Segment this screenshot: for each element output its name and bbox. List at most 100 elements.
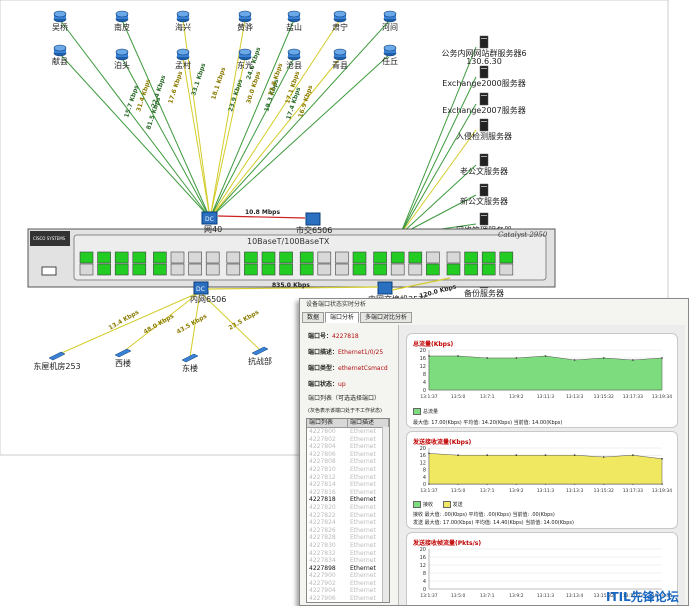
top-port[interactable] bbox=[79, 251, 94, 264]
node-dongguang[interactable]: 东光 bbox=[237, 48, 253, 70]
top-port[interactable] bbox=[446, 251, 461, 264]
top-port[interactable] bbox=[373, 251, 387, 264]
top-port[interactable] bbox=[132, 251, 147, 264]
node-renqiu[interactable]: 任丘 bbox=[382, 44, 398, 66]
node-haixing[interactable]: 海兴 bbox=[175, 10, 191, 32]
node-suning[interactable]: 肃宁 bbox=[332, 10, 348, 32]
top-port[interactable] bbox=[499, 251, 514, 264]
top-port[interactable] bbox=[244, 251, 258, 264]
top-port[interactable] bbox=[335, 251, 349, 264]
bottom-port[interactable] bbox=[481, 263, 496, 276]
bottom-port[interactable] bbox=[499, 263, 514, 276]
node-kangzhan[interactable]: 抗战部 bbox=[248, 346, 272, 366]
bottom-port[interactable] bbox=[373, 263, 387, 276]
server-srv2[interactable]: Exchange2000服务器 bbox=[442, 65, 526, 88]
bottom-port[interactable] bbox=[114, 263, 129, 276]
top-port[interactable] bbox=[188, 251, 202, 264]
node-qingxian[interactable]: 青县 bbox=[332, 48, 348, 70]
core-router[interactable]: DC 网40 bbox=[201, 211, 222, 234]
top-port[interactable] bbox=[226, 251, 241, 264]
bottom-port[interactable] bbox=[79, 263, 94, 276]
node-yanshan[interactable]: 盐山 bbox=[286, 10, 302, 32]
top-port[interactable] bbox=[481, 251, 496, 264]
bottom-port[interactable] bbox=[464, 263, 478, 276]
top-port[interactable] bbox=[97, 251, 111, 264]
tab-port-analysis[interactable]: 端口分析 bbox=[325, 312, 360, 323]
tab-multi-port[interactable]: 多端口对比分析 bbox=[360, 312, 413, 323]
bottom-port[interactable] bbox=[97, 263, 111, 276]
bottom-port[interactable] bbox=[132, 263, 147, 276]
top-port[interactable] bbox=[114, 251, 129, 264]
top-port[interactable] bbox=[352, 251, 367, 264]
node-botou[interactable]: 泊头 bbox=[114, 48, 130, 70]
node-xilou[interactable]: 西楼 bbox=[114, 348, 132, 368]
bottom-port[interactable] bbox=[352, 263, 367, 276]
top-port[interactable] bbox=[279, 251, 293, 264]
bottom-port[interactable] bbox=[299, 263, 314, 276]
switch-bottom[interactable]: DC 内网6506 bbox=[190, 281, 226, 304]
server-srv3[interactable]: Exchange2007服务器 bbox=[442, 92, 526, 115]
node-xianxian[interactable]: 献县 bbox=[52, 44, 68, 66]
node-hejian[interactable]: 河间 bbox=[382, 10, 398, 32]
top-port[interactable] bbox=[317, 251, 332, 264]
top-port[interactable] bbox=[261, 251, 276, 264]
bottom-port[interactable] bbox=[170, 263, 185, 276]
bottom-port[interactable] bbox=[244, 263, 258, 276]
bottom-port[interactable] bbox=[335, 263, 349, 276]
tab-data[interactable]: 数据 bbox=[302, 312, 325, 323]
bottom-port[interactable] bbox=[317, 263, 332, 276]
top-port[interactable] bbox=[390, 251, 405, 264]
top-port[interactable] bbox=[426, 251, 440, 264]
server-srv6[interactable]: 新公文服务器 bbox=[460, 183, 508, 206]
bottom-port[interactable] bbox=[153, 263, 167, 276]
bottom-port[interactable] bbox=[426, 263, 440, 276]
port-analysis-dialog[interactable]: 设备端口状态实时分析 数据 端口分析 多端口对比分析 端口号：4227818 端… bbox=[299, 298, 689, 606]
node-donglou[interactable]: 东楼 bbox=[181, 353, 199, 373]
node-wuqiao[interactable]: 吴桥 bbox=[52, 10, 68, 32]
bottom-port[interactable] bbox=[205, 263, 220, 276]
bottom-port[interactable] bbox=[261, 263, 276, 276]
bottom-port[interactable] bbox=[279, 263, 293, 276]
top-port[interactable] bbox=[299, 251, 314, 264]
node-mengcun[interactable]: 孟村 bbox=[175, 48, 191, 70]
top-port[interactable] bbox=[153, 251, 167, 264]
server-srv5[interactable]: 老公文服务器 bbox=[460, 153, 508, 176]
bottom-port[interactable] bbox=[446, 263, 461, 276]
bottom-port[interactable] bbox=[226, 263, 241, 276]
node-huanghua[interactable]: 黄骅 bbox=[237, 10, 253, 32]
port-list-scrollbar[interactable] bbox=[382, 427, 389, 602]
server-srv4[interactable]: 入侵检测服务器 bbox=[456, 118, 512, 141]
bottom-port[interactable] bbox=[188, 263, 202, 276]
node-dongfang[interactable]: 东屋机房253 bbox=[33, 351, 81, 371]
top-port[interactable] bbox=[205, 251, 220, 264]
switch-top[interactable]: 市交6506 bbox=[296, 212, 332, 235]
bottom-port[interactable] bbox=[408, 263, 423, 276]
switch-chassis[interactable]: CISCO SYSTEMS 10BaseT/100BaseTX Catalyst… bbox=[27, 228, 556, 288]
top-port[interactable] bbox=[408, 251, 423, 264]
bottom-port[interactable] bbox=[390, 263, 405, 276]
node-nanpi[interactable]: 南皮 bbox=[114, 10, 130, 32]
